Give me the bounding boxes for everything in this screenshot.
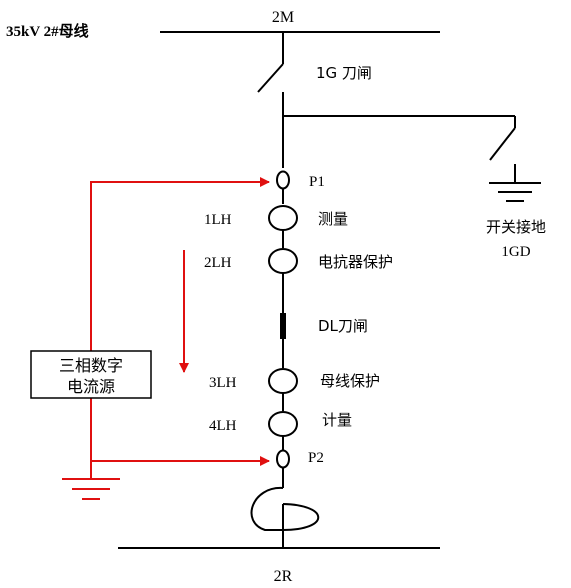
current-source-label-line2: 电流源: [67, 377, 115, 396]
test-point-p2-label: P2: [308, 450, 324, 466]
ct-3lh-function: 母线保护: [320, 372, 380, 390]
test-point-p2-icon: [276, 449, 290, 469]
disconnector-1g-blade: [257, 63, 284, 93]
ct-2lh-icon: [268, 248, 298, 274]
ground-switch-label: 开关接地: [486, 218, 546, 236]
ct-3lh-id: 3LH: [209, 375, 237, 391]
breaker-dl-label: DL刀闸: [318, 317, 368, 335]
ct-1lh-icon: [268, 205, 298, 231]
ct-1lh-id: 1LH: [204, 212, 232, 228]
source-ground-icon: [62, 478, 120, 500]
injection-wire-to-p2: [90, 398, 270, 466]
disconnector-1g-label: 1G 刀闸: [316, 64, 372, 82]
breaker-dl-icon: [280, 313, 286, 339]
ct-2lh-id: 2LH: [204, 255, 232, 271]
bottom-bus-name: 2R: [274, 568, 293, 585]
current-source-box: [30, 350, 152, 399]
top-bus-name: 2M: [272, 9, 294, 26]
reactor-icon: [250, 486, 319, 531]
bus-voltage-label: 35kV 2#母线: [6, 22, 89, 40]
ct-4lh-function: 计量: [322, 411, 352, 429]
ct-4lh-icon: [268, 411, 298, 437]
ct-2lh-function: 电抗器保护: [318, 253, 393, 271]
ct-3lh-icon: [268, 368, 298, 394]
current-source-label-line1: 三相数字: [59, 356, 123, 375]
ct-1lh-function: 测量: [318, 210, 348, 228]
ground-switch-id: 1GD: [501, 244, 530, 260]
test-point-p1-icon: [276, 170, 290, 190]
ground-switch-earth-icon: [489, 182, 541, 202]
ground-switch-blade: [489, 127, 516, 161]
test-point-p1-label: P1: [309, 174, 325, 190]
ct-4lh-id: 4LH: [209, 418, 237, 434]
injection-wire-to-p1: [90, 177, 270, 351]
